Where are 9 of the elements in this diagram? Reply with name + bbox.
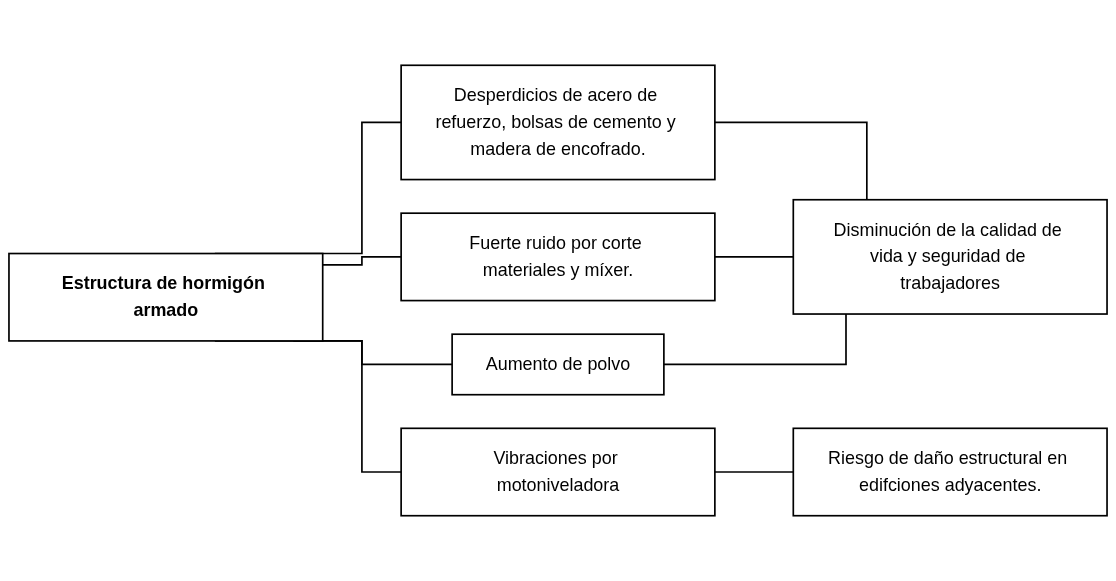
- node-box: Vibraciones por motoniveladora: [400, 427, 716, 517]
- node-box: Estructura de hormigón armado: [8, 252, 324, 342]
- connector: [663, 313, 847, 366]
- node-box: Fuerte ruido por corte materiales y míxer.: [400, 212, 716, 302]
- node-box: Disminución de la calidad de vida y seguridad de trabajadores: [792, 198, 1108, 315]
- node-box: Desperdicios de acero de refuerzo, bolsas de cemento y madera de encofrado.: [400, 64, 716, 181]
- connector: [714, 121, 868, 201]
- node-box: Riesgo de daño estructural en edifciones adyacentes.: [792, 427, 1108, 517]
- node-box: Aumento de polvo: [451, 333, 665, 396]
